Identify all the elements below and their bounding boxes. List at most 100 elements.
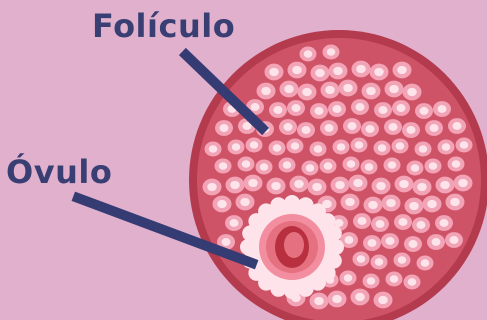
granulosa-cell-core [450, 236, 459, 244]
granulosa-cell-core [348, 122, 357, 130]
granulosa-cell-core [230, 219, 239, 227]
ovum-nucleolus [284, 232, 304, 258]
granulosa-cell-core [407, 88, 417, 96]
granulosa-cell-core [420, 107, 429, 115]
granulosa-cell-core [396, 142, 405, 149]
granulosa-cell-core [421, 259, 430, 266]
granulosa-cell-core [450, 198, 460, 206]
granulosa-cell-core [386, 199, 396, 207]
granulosa-cell-core [345, 236, 354, 244]
granulosa-cell-core [458, 179, 468, 187]
granulosa-cell-core [261, 87, 271, 95]
granulosa-cell-core [327, 48, 336, 55]
follicle [189, 30, 487, 320]
granulosa-cell-core [230, 181, 240, 189]
granulosa-cell-core [324, 162, 333, 169]
granulosa-cell-core [283, 161, 292, 168]
granulosa-cell-core [222, 238, 231, 246]
granulosa-cell-core [240, 198, 250, 206]
granulosa-cell-core [440, 181, 450, 189]
granulosa-cell-core [332, 295, 342, 303]
granulosa-cell-core [389, 123, 398, 131]
granulosa-cell-core [271, 182, 281, 190]
granulosa-cell-core [438, 105, 447, 113]
granulosa-cell-core [378, 296, 388, 304]
granulosa-cell-core [355, 293, 365, 301]
granulosa-cell-core [357, 255, 366, 262]
granulosa-cell-core [440, 219, 449, 227]
granulosa-cell-core [209, 145, 218, 152]
granulosa-cell-core [399, 180, 409, 188]
granulosa-cell-core [356, 103, 365, 111]
granulosa-cell-core [345, 198, 355, 206]
granulosa-cell-core [284, 85, 294, 93]
granulosa-cell-core [356, 65, 366, 73]
granulosa-cell-core [365, 163, 374, 170]
granulosa-cell-core [304, 50, 313, 57]
granulosa-cell-core [217, 200, 227, 208]
granulosa-cell-core [232, 143, 241, 150]
granulosa-cell-core [417, 183, 427, 191]
granulosa-cell-core [430, 124, 439, 132]
granulosa-cell-core [291, 142, 300, 149]
granulosa-cell-core [315, 69, 325, 77]
granulosa-cell-core [260, 163, 269, 170]
granulosa-cell-core [399, 218, 408, 226]
granulosa-cell-core [273, 144, 282, 151]
granulosa-cell-core [353, 179, 363, 187]
granulosa-cell-core [269, 68, 279, 76]
granulosa-cell-core [409, 202, 419, 210]
granulosa-cell-core [325, 124, 334, 132]
granulosa-cell-core [453, 122, 462, 130]
granulosa-cell-core [368, 201, 378, 209]
granulosa-cell-core [427, 200, 437, 208]
granulosa-cell-core [292, 104, 301, 112]
granulosa-cell-core [408, 278, 417, 285]
granulosa-cell-core [398, 256, 407, 263]
granulosa-cell-core [397, 66, 407, 74]
granulosa-cell-core [411, 164, 420, 171]
ovum-label: Óvulo [6, 156, 112, 188]
granulosa-cell-core [374, 68, 384, 76]
granulosa-cell-core [368, 239, 377, 247]
granulosa-cell-core [407, 126, 416, 134]
granulosa-cell-core [250, 141, 259, 148]
granulosa-cell-core [274, 106, 283, 114]
granulosa-cell-core [220, 124, 229, 132]
granulosa-cell-core [292, 66, 302, 74]
granulosa-cell-core [432, 238, 441, 246]
granulosa-cell-core [251, 103, 260, 111]
granulosa-cell-core [343, 84, 353, 92]
granulosa-cell-core [429, 162, 438, 169]
granulosa-cell-core [366, 87, 376, 95]
granulosa-cell-core [284, 123, 293, 131]
granulosa-cell-core [294, 180, 304, 188]
granulosa-cell-core [390, 275, 399, 282]
granulosa-cell-core [358, 217, 367, 225]
granulosa-cell-core [397, 104, 406, 112]
granulosa-cell-core [337, 143, 346, 150]
granulosa-cell-core [386, 237, 395, 245]
granulosa-cell-core [376, 220, 385, 228]
granulosa-cell-core [333, 67, 343, 75]
follicle-label: Folículo [92, 10, 235, 42]
granulosa-cell-core [347, 160, 356, 167]
granulosa-cell-core [335, 181, 345, 189]
granulosa-cell-core [367, 277, 376, 284]
granulosa-cell-core [419, 145, 428, 152]
granulosa-cell-core [302, 126, 311, 134]
granulosa-cell-core [314, 297, 324, 305]
granulosa-cell-core [355, 141, 364, 148]
granulosa-cell-core [325, 86, 335, 94]
granulosa-cell-core [312, 183, 322, 191]
granulosa-cell-core [375, 258, 384, 265]
granulosa-cell-core [302, 88, 312, 96]
granulosa-cell-core [315, 107, 324, 115]
granulosa-cell-core [306, 164, 315, 171]
granulosa-cell-core [344, 274, 353, 281]
granulosa-cell-core [366, 125, 375, 133]
granulosa-cell-core [417, 221, 426, 229]
granulosa-cell-core [388, 161, 397, 168]
granulosa-cell-core [460, 141, 469, 148]
